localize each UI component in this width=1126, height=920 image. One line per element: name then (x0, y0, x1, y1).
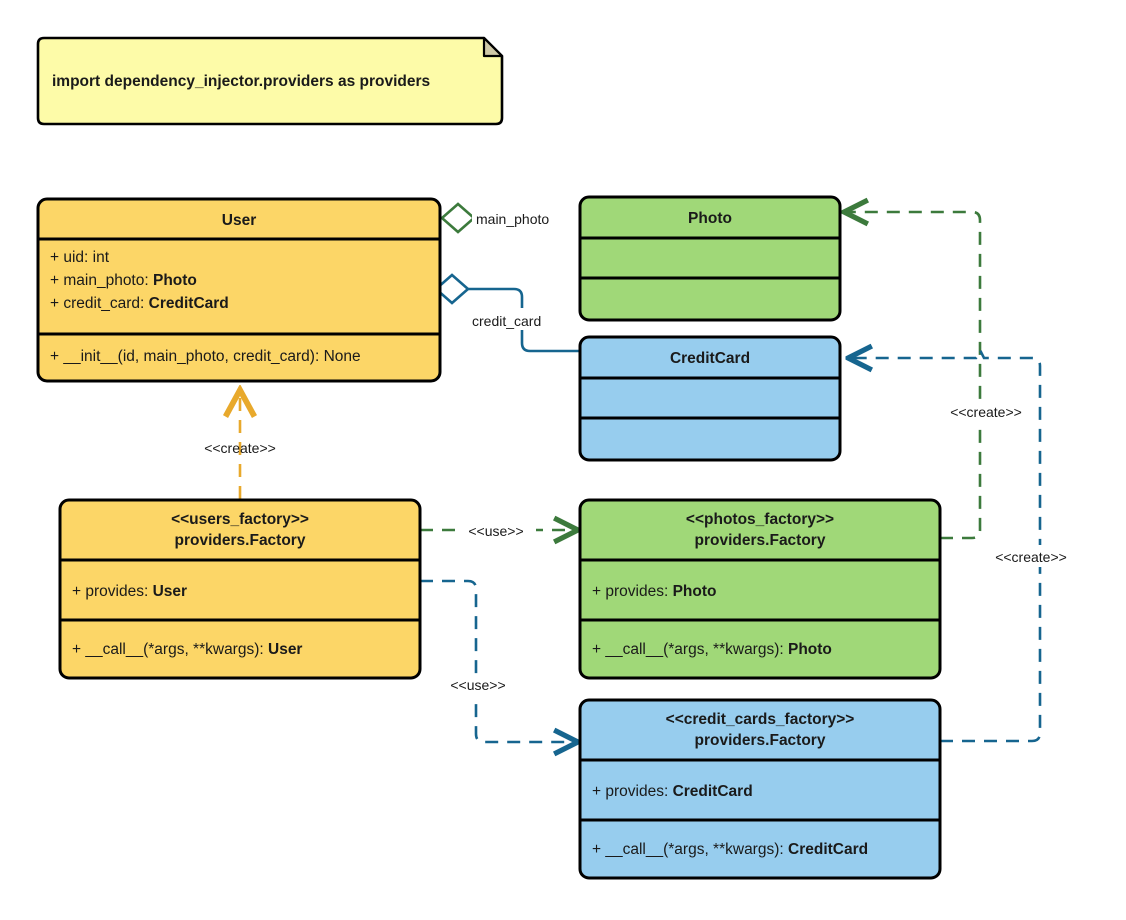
class-name-credit-cards-factory: providers.Factory (695, 732, 826, 749)
method-row: + __call__(*args, **kwargs): Photo (592, 641, 832, 658)
attribute-row: + provides: CreditCard (592, 783, 753, 800)
edge-main-photo-label: main_photo (476, 211, 549, 227)
class-box-users-factory[interactable]: <<users_factory>> providers.Factory + pr… (58, 498, 422, 680)
attribute-row: + provides: Photo (592, 583, 716, 600)
attribute-row: + provides: User (72, 583, 187, 600)
class-name-credit-card: CreditCard (670, 350, 750, 367)
class-name-user: User (222, 212, 256, 229)
edge-create-photo-label: <<create>> (950, 404, 1022, 420)
edge-use-credit-cards-label: <<use>> (450, 677, 505, 693)
edge-credit-card-label: credit_card (472, 313, 541, 329)
edge-user-credit-card: credit_card (434, 273, 580, 353)
class-stereotype-users-factory: <<users_factory>> (171, 511, 309, 528)
edge-create-user-label: <<create>> (204, 440, 276, 456)
edge-user-main-photo: main_photo (440, 202, 580, 234)
attribute-row: + uid: int (50, 249, 110, 266)
edge-users-factory-uses-photos-factory: <<use>> (420, 519, 578, 541)
class-box-credit-card[interactable]: CreditCard (578, 335, 842, 462)
attribute-row: + main_photo: Photo (50, 272, 197, 289)
class-stereotype-photos-factory: <<photos_factory>> (686, 511, 834, 528)
aggregation-diamond-main-photo (440, 202, 476, 234)
attribute-row: + credit_card: CreditCard (50, 295, 229, 312)
note-fold-corner (482, 36, 504, 58)
import-note-text: import dependency_injector.providers as … (52, 73, 430, 90)
class-stereotype-credit-cards-factory: <<credit_cards_factory>> (666, 711, 855, 728)
edge-create-credit-card-label: <<create>> (995, 549, 1067, 565)
edge-users-factory-uses-credit-cards-factory: <<use>> (420, 579, 578, 742)
edge-users-factory-creates-user: <<create>> (204, 390, 276, 499)
method-row: + __init__(id, main_photo, credit_card):… (50, 348, 361, 365)
class-name-users-factory: providers.Factory (175, 532, 306, 549)
class-box-user[interactable]: User + uid: int + main_photo: Photo + cr… (36, 197, 442, 383)
method-row: + __call__(*args, **kwargs): CreditCard (592, 841, 868, 858)
class-name-photo: Photo (688, 210, 732, 227)
method-row: + __call__(*args, **kwargs): User (72, 641, 302, 658)
edge-photos-factory-creates-photo: <<create>> (844, 212, 1032, 540)
class-box-photos-factory[interactable]: <<photos_factory>> providers.Factory + p… (578, 498, 942, 680)
class-name-photos-factory: providers.Factory (695, 532, 826, 549)
edge-credit-cards-factory-creates-credit-card: <<create>> (848, 350, 1077, 743)
import-note: import dependency_injector.providers as … (36, 36, 504, 126)
edge-use-photos-label: <<use>> (468, 523, 523, 539)
class-box-credit-cards-factory[interactable]: <<credit_cards_factory>> providers.Facto… (578, 698, 942, 880)
class-box-photo[interactable]: Photo (578, 195, 842, 322)
